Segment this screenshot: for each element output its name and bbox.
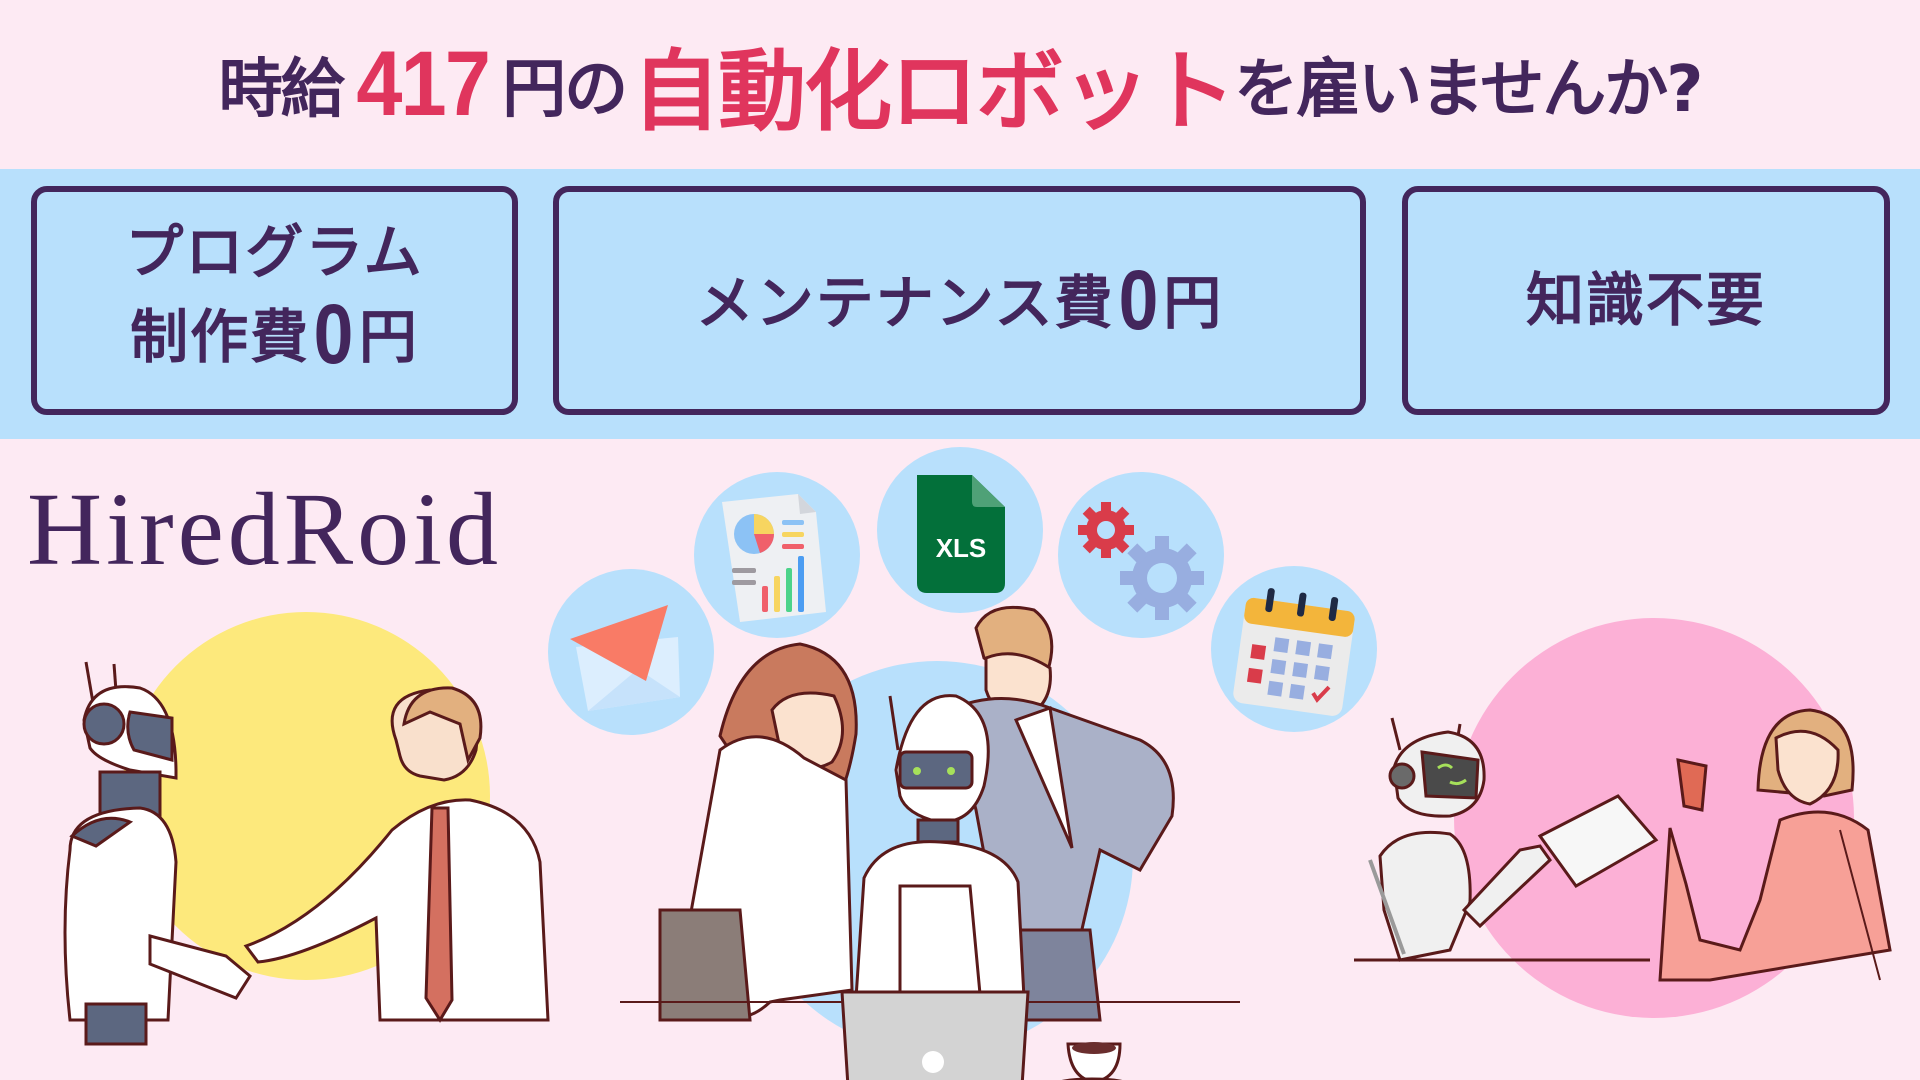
feature-line: 制作費0円: [130, 286, 419, 383]
feature-band: [0, 169, 1920, 439]
feature-box-program-cost: プログラム 制作費0円: [31, 186, 518, 415]
feature-zero: 0: [313, 286, 356, 381]
headline-part-5: を雇いませんか?: [1234, 53, 1703, 127]
envelope-icon: [570, 605, 680, 711]
calendar-circle: [1211, 566, 1377, 732]
xls-file-icon: XLS: [917, 475, 1005, 593]
gears-circle: [1058, 472, 1224, 638]
feature-line: プログラム: [125, 217, 424, 286]
xls-label: XLS: [936, 533, 987, 563]
robot-document-illustration: [1354, 708, 1892, 982]
report-circle: [694, 472, 860, 638]
headline-accent: 自動化ロボット: [632, 39, 1236, 143]
xls-circle: XLS: [877, 447, 1043, 613]
feature-text: 円: [358, 302, 419, 371]
feature-text: 円: [1163, 269, 1224, 338]
feature-line: 知識不要: [1525, 266, 1766, 335]
feature-box-no-knowledge: 知識不要: [1402, 186, 1890, 415]
headline-hourly-wage: 417: [356, 32, 491, 135]
headline-part-1: 時給: [218, 53, 345, 127]
coworkers-robot-illustration: [620, 605, 1240, 1080]
robot-handshake-illustration: [63, 661, 550, 1046]
brand-logo: HiredRoid: [27, 472, 503, 587]
report-chart-icon: [722, 494, 826, 622]
feature-box-maintenance-cost: メンテナンス費0円: [553, 186, 1366, 415]
feature-text: 制作費: [130, 302, 311, 371]
envelope-circle: [548, 569, 714, 735]
headline-part-3: 円の: [502, 53, 628, 127]
headline: 時給 417 円の 自動化ロボット を雇いませんか?: [0, 0, 1920, 168]
feature-zero: 0: [1118, 253, 1160, 348]
feature-line: メンテナンス費0円: [696, 252, 1224, 349]
gears-icon: [1078, 502, 1204, 620]
calendar-icon: [1233, 588, 1355, 716]
feature-text: メンテナンス費: [695, 269, 1115, 338]
